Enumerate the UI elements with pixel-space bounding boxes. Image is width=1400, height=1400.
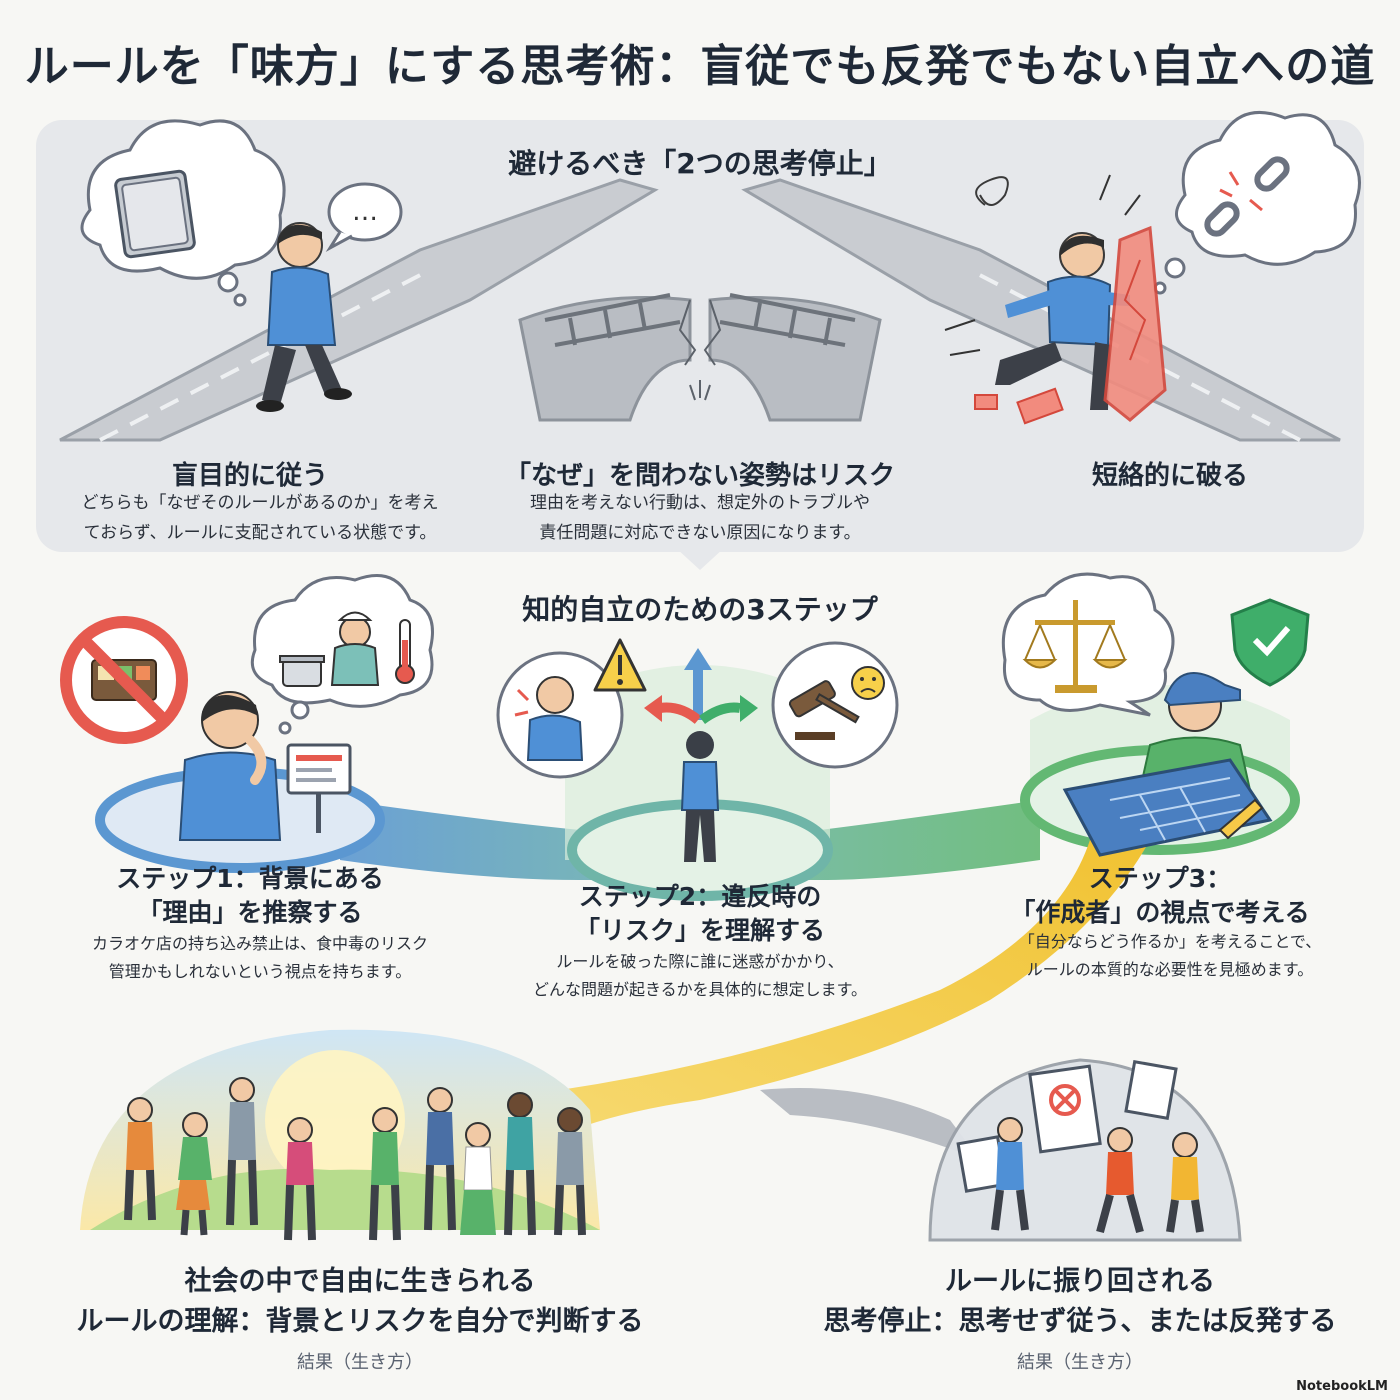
negative-outcome-heading: ルールに振り回される 思考停止：思考せず従う、または反発する	[823, 1266, 1337, 1337]
speech-ellipsis: …	[352, 197, 378, 227]
pot-icon	[279, 655, 325, 687]
rule-breaking-heading: 短絡的に破る	[1091, 461, 1248, 491]
broken-chain-thought-bubble	[1153, 110, 1361, 295]
why-risk-description: 理由を考えない行動は、想定外のトラブルや 責任問題に対応できない原因になります。	[530, 493, 870, 543]
step-2-description: ルールを破った際に誰に迷惑がかかり、 どんな問題が起きるかを具体的に想定します。	[532, 952, 868, 999]
justice-scale-bubble	[1001, 572, 1175, 717]
brand-badge: NotebookLM	[1296, 1379, 1388, 1394]
person-figure	[176, 1112, 212, 1236]
obedient-walker-figure	[256, 222, 352, 412]
positive-outcome-label: 結果（生き方）	[297, 1352, 423, 1373]
crossroads-arrows-icon	[644, 648, 758, 725]
rule-sign-icon	[286, 743, 352, 833]
crowd-figures	[124, 1077, 586, 1241]
kitchen-thought-bubble	[250, 574, 434, 735]
rulebook-thought-bubble	[80, 119, 286, 307]
thermometer-icon	[395, 619, 415, 684]
step-3-description: 「自分ならどう作るか」を考えることで、 ルールの本質的な必要性を見極めます。	[1018, 932, 1322, 979]
why-risk-heading: 「なぜ」を問わない姿勢はリスク	[504, 461, 895, 491]
broken-chain-icon	[1204, 156, 1290, 237]
document-icon	[956, 1059, 1178, 1193]
negative-outcome-label: 結果（生き方）	[1017, 1352, 1143, 1373]
steps-section-heading: 知的自立のための3ステップ	[522, 593, 878, 626]
standing-person-figure	[680, 731, 720, 862]
negative-outcome-dome	[928, 1058, 1242, 1242]
person-figure	[284, 1117, 316, 1241]
gavel-bubble	[771, 641, 899, 769]
confused-person-figure	[991, 1117, 1029, 1231]
step-1-description: カラオケ店の持ち込み禁止は、食中毒のリスク 管理かもしれないという視点を持ちます…	[91, 934, 428, 981]
shield-check-icon	[1230, 598, 1310, 687]
speech-bubble: …	[325, 182, 403, 253]
step-2-heading: ステップ2：違反時の 「リスク」を理解する	[574, 882, 825, 945]
thinking-person-figure	[178, 691, 282, 841]
rulebook-icon	[114, 169, 196, 259]
avoid-section-pointer	[676, 548, 724, 570]
frustrated-person-figure	[1166, 1132, 1204, 1233]
warning-icon	[593, 638, 647, 692]
person-figure	[460, 1122, 496, 1235]
person-figure	[124, 1097, 156, 1221]
blueprint-icon	[1062, 758, 1273, 857]
prohibited-document-icon	[1028, 1064, 1102, 1154]
person-figure	[554, 1107, 586, 1236]
positive-outcome-heading: 社会の中で自由に生きられる ルールの理解：背景とリスクを自分で判断する	[76, 1266, 644, 1337]
person-figure	[369, 1107, 401, 1241]
avoid-section-heading: 避けるべき「2つの思考停止」	[508, 147, 892, 180]
blind-obedience-heading: 盲目的に従う	[171, 461, 328, 491]
rule-breaker-figure	[944, 174, 1167, 425]
no-food-prohibition-icon	[60, 616, 188, 744]
scale-icon	[1022, 600, 1128, 693]
cook-figure	[330, 611, 380, 686]
person-figure	[226, 1077, 258, 1226]
step-3-heading: ステップ3： 「作成者」の視点で考える	[1010, 864, 1310, 927]
page-title: ルールを「味方」にする思考術：盲従でも反発でもない自立への道	[24, 41, 1376, 92]
blind-obedience-description: どちらも「なぜそのルールがあるのか」を考え ておらず、ルールに支配されている状態…	[81, 493, 439, 543]
stomachache-bubble	[496, 651, 624, 779]
person-figure	[424, 1087, 456, 1231]
person-figure	[504, 1092, 536, 1236]
step-1-heading: ステップ1：背景にある 「理由」を推察する	[116, 864, 384, 927]
protesting-person-figure	[1096, 1127, 1144, 1234]
